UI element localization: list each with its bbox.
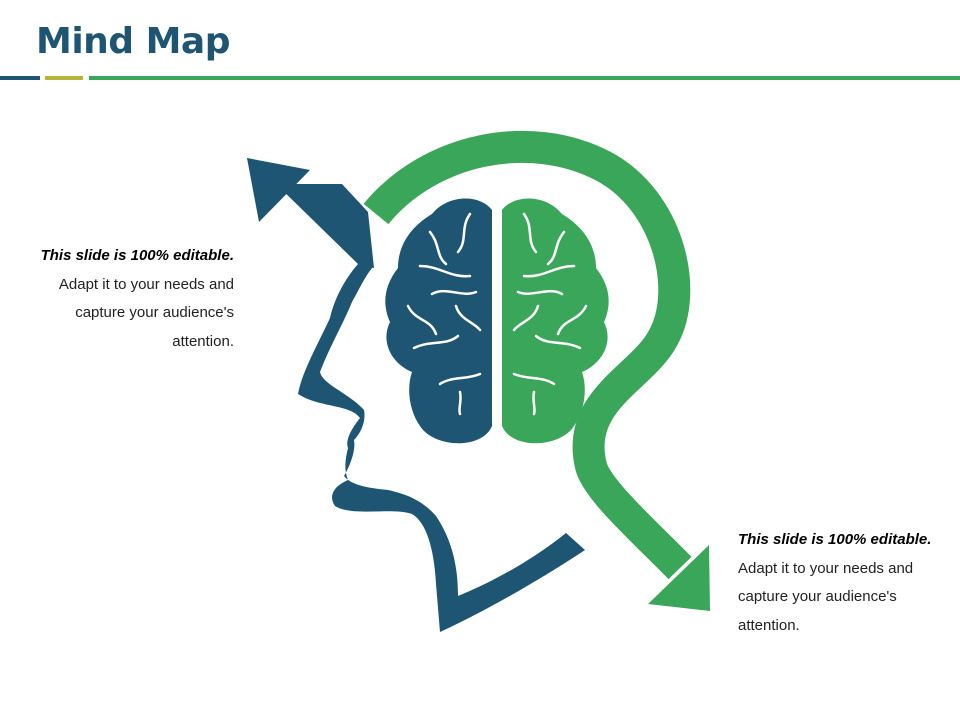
note-right-bold: This slide is 100% editable. (738, 531, 932, 548)
text-note-left: This slide is 100% editable. Adapt it to… (34, 242, 234, 356)
title-underline-navy (0, 76, 40, 80)
title-underline-green (89, 76, 960, 80)
arrow-down-right-icon (648, 545, 710, 611)
page-title: Mind Map (36, 21, 230, 62)
note-left-bold: This slide is 100% editable. (40, 247, 234, 264)
title-underline-olive (45, 76, 83, 80)
text-note-right: This slide is 100% editable. Adapt it to… (738, 526, 938, 640)
note-right-body: Adapt it to your needs and capture your … (738, 559, 914, 634)
note-left-body: Adapt it to your needs and capture your … (58, 275, 234, 350)
green-arrow-outline (363, 130, 710, 611)
head-profile-icon (247, 158, 585, 632)
arrow-up-left-icon (247, 158, 310, 222)
brain-icon (385, 198, 609, 444)
